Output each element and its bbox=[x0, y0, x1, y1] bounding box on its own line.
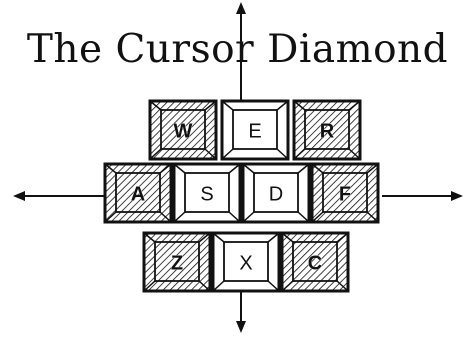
left-arrow-head bbox=[13, 191, 25, 201]
key-a-label: A bbox=[131, 183, 145, 205]
key-d[interactable]: D bbox=[243, 164, 309, 222]
key-a[interactable]: A bbox=[105, 164, 171, 222]
up-arrow-head bbox=[236, 2, 246, 14]
key-x[interactable]: X bbox=[213, 233, 279, 291]
down-arrow-head bbox=[236, 321, 246, 333]
right-arrow-head bbox=[451, 191, 463, 201]
key-r-label: R bbox=[320, 120, 335, 142]
key-r[interactable]: R bbox=[294, 101, 360, 159]
key-d-label: D bbox=[269, 183, 283, 205]
key-f-label: F bbox=[339, 183, 351, 205]
key-z-label: Z bbox=[171, 252, 183, 274]
key-w[interactable]: W bbox=[150, 101, 216, 159]
key-c-label: C bbox=[308, 252, 322, 274]
key-x-label: X bbox=[239, 252, 252, 274]
key-z[interactable]: Z bbox=[144, 233, 210, 291]
key-w-label: W bbox=[174, 120, 193, 142]
key-c[interactable]: C bbox=[282, 233, 348, 291]
key-f[interactable]: F bbox=[312, 164, 378, 222]
key-e[interactable]: E bbox=[222, 101, 288, 159]
key-s[interactable]: S bbox=[174, 164, 240, 222]
key-e-label: E bbox=[248, 120, 261, 142]
key-s-label: S bbox=[200, 183, 213, 205]
